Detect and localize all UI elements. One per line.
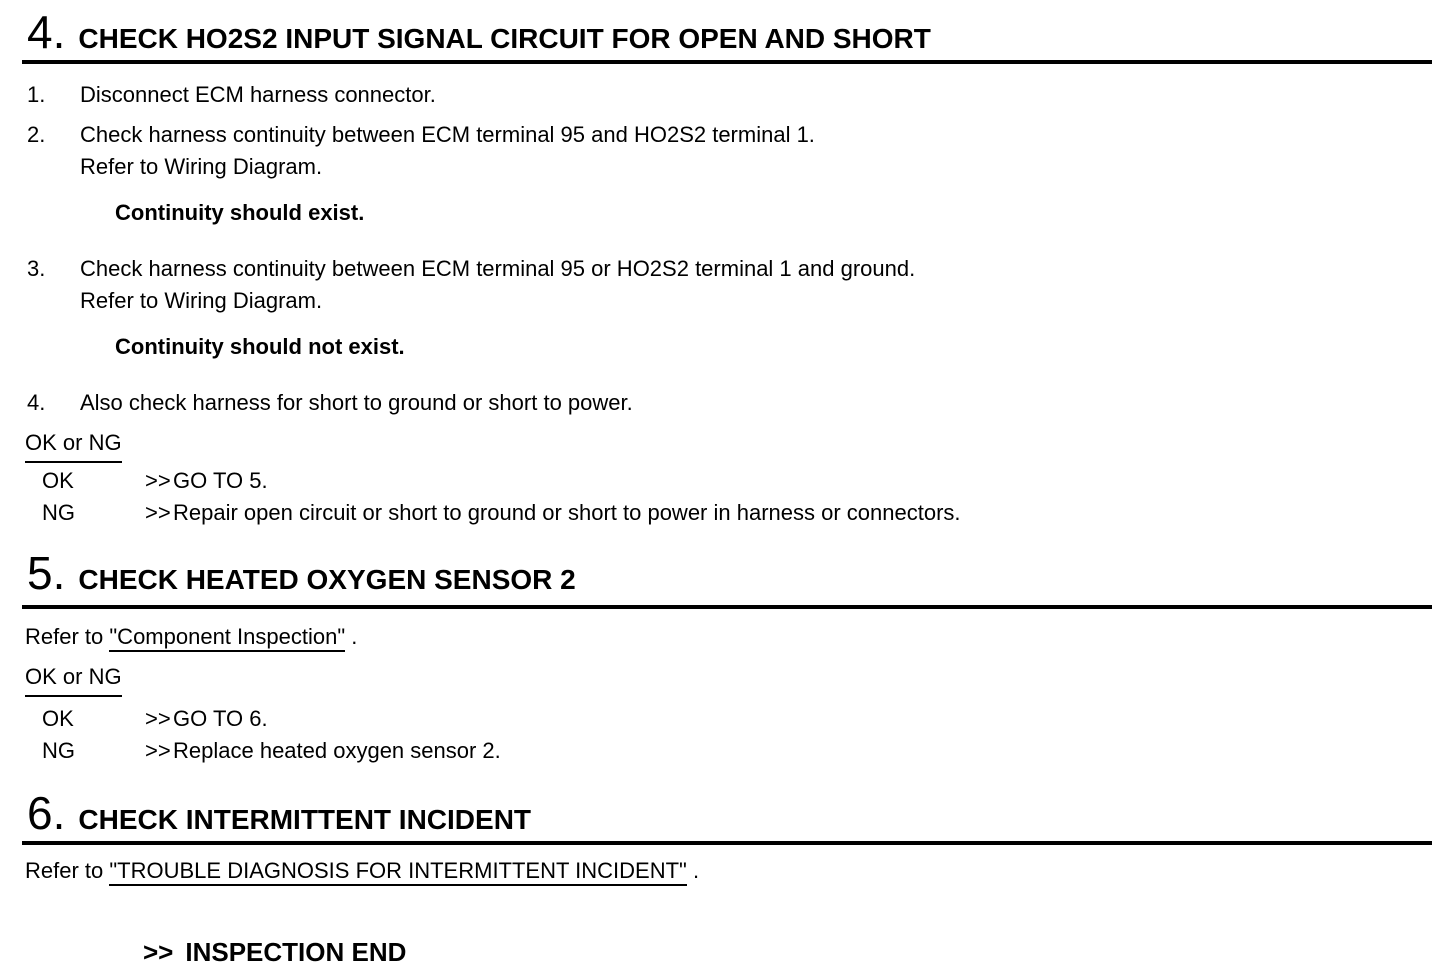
result-row: OK >> GO TO 5.: [25, 465, 1456, 497]
result-arrow: >>: [145, 500, 171, 525]
section-number: 5.: [27, 547, 66, 599]
section-divider: [22, 841, 1432, 845]
result-label: OK: [42, 468, 74, 493]
refer-prefix: Refer to: [25, 624, 110, 649]
result-action: Replace heated oxygen sensor 2.: [173, 738, 501, 763]
step-line: Also check harness for short to ground o…: [80, 390, 633, 415]
section-4: 4. CHECK HO2S2 INPUT SIGNAL CIRCUIT FOR …: [22, 9, 1456, 529]
refer-suffix: .: [345, 624, 358, 649]
step-line: Check harness continuity between ECM ter…: [80, 256, 916, 281]
step-number: 4.: [27, 390, 46, 415]
step-line: Disconnect ECM harness connector.: [80, 82, 436, 107]
refer-suffix: .: [686, 858, 700, 883]
step-body: Check harness continuity between ECM ter…: [80, 253, 915, 317]
result-rows: OK >> GO TO 5. NG >> Repair open circuit…: [25, 465, 1456, 529]
result-row: NG >> Repair open circuit or short to gr…: [25, 497, 1456, 529]
step-number: 3.: [27, 256, 46, 281]
refer-line: Refer to "Component Inspection" .: [25, 621, 1456, 653]
section-title: CHECK INTERMITTENT INCIDENT: [78, 804, 532, 835]
procedure-step: 3. Check harness continuity between ECM …: [25, 253, 1456, 317]
procedure-step: 2. Check harness continuity between ECM …: [25, 119, 1456, 183]
result-rows: OK >> GO TO 6. NG >> Replace heated oxyg…: [25, 703, 1456, 767]
step-number: 2.: [27, 122, 46, 147]
step-note: Continuity should not exist.: [115, 334, 405, 359]
section-divider: [22, 605, 1432, 609]
final-label: INSPECTION END: [185, 937, 407, 967]
section-5: 5. CHECK HEATED OXYGEN SENSOR 2 Refer to…: [22, 550, 1456, 767]
step-body: Also check harness for short to ground o…: [80, 387, 633, 419]
result-action: GO TO 6.: [173, 706, 268, 731]
section-number: 4.: [27, 6, 66, 58]
section-title: CHECK HO2S2 INPUT SIGNAL CIRCUIT FOR OPE…: [78, 23, 931, 54]
section-heading: 6. CHECK INTERMITTENT INCIDENT: [25, 790, 1456, 837]
section-divider: [22, 60, 1432, 64]
decision-label: OK or NG: [25, 661, 1456, 697]
section-heading: 4. CHECK HO2S2 INPUT SIGNAL CIRCUIT FOR …: [25, 9, 1456, 56]
procedure-step: 4. Also check harness for short to groun…: [25, 387, 1456, 419]
step-line: Refer to Wiring Diagram.: [80, 154, 323, 179]
refer-link[interactable]: "Component Inspection": [109, 624, 346, 652]
procedure-step: 1. Disconnect ECM harness connector.: [25, 79, 1456, 111]
step-body: Disconnect ECM harness connector.: [80, 79, 436, 111]
result-arrow: >>: [145, 738, 171, 763]
step-body: Check harness continuity between ECM ter…: [80, 119, 815, 183]
section-6: 6. CHECK INTERMITTENT INCIDENT Refer to …: [22, 790, 1456, 968]
step-line: Refer to Wiring Diagram.: [80, 288, 323, 313]
result-label: NG: [42, 500, 75, 525]
final-result: >> INSPECTION END: [143, 936, 1456, 968]
final-arrow: >>: [143, 937, 174, 967]
result-action: Repair open circuit or short to ground o…: [173, 500, 961, 525]
section-number: 6.: [27, 787, 66, 839]
section-title: CHECK HEATED OXYGEN SENSOR 2: [78, 564, 576, 595]
result-action: GO TO 5.: [173, 468, 268, 493]
result-row: NG >> Replace heated oxygen sensor 2.: [25, 735, 1456, 767]
step-line: Check harness continuity between ECM ter…: [80, 122, 815, 147]
refer-line: Refer to "TROUBLE DIAGNOSIS FOR INTERMIT…: [25, 855, 1456, 887]
step-note: Continuity should exist.: [115, 200, 365, 225]
decision-label: OK or NG: [25, 427, 1456, 463]
refer-link[interactable]: "TROUBLE DIAGNOSIS FOR INTERMITTENT INCI…: [109, 858, 687, 886]
step-number: 1.: [27, 82, 46, 107]
result-arrow: >>: [145, 468, 171, 493]
refer-prefix: Refer to: [25, 858, 110, 883]
result-arrow: >>: [145, 706, 171, 731]
result-label: OK: [42, 706, 74, 731]
result-row: OK >> GO TO 6.: [25, 703, 1456, 735]
procedure-steps: 1. Disconnect ECM harness connector. 2. …: [25, 79, 1456, 419]
section-heading: 5. CHECK HEATED OXYGEN SENSOR 2: [25, 550, 1456, 597]
result-label: NG: [42, 738, 75, 763]
